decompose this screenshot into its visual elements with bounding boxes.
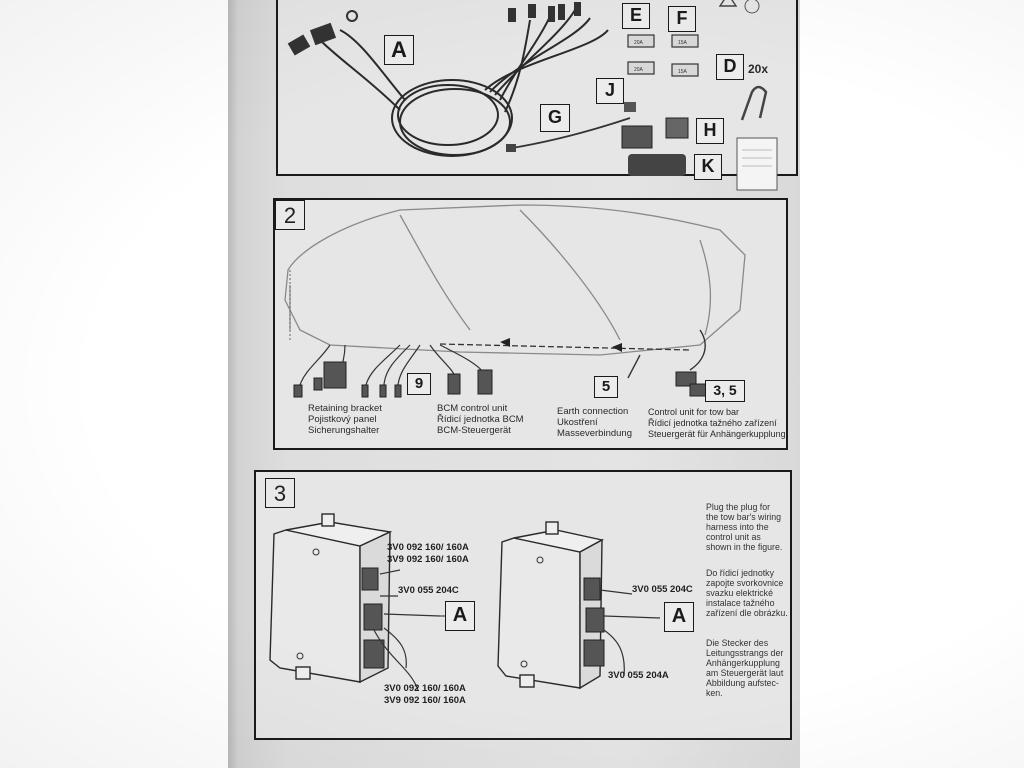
part-label-K: K — [694, 154, 722, 180]
part-number-right-bot: 3V0 055 204A — [608, 670, 669, 681]
part-label-H: H — [696, 118, 724, 144]
part-label-G: G — [540, 104, 570, 132]
svg-text:15A: 15A — [678, 69, 688, 75]
part-number-left-top-2: 3V9 092 160/ 160A — [387, 554, 469, 565]
part-label-J: J — [596, 78, 624, 104]
part-number-right-mid: 3V0 055 204C — [632, 584, 693, 595]
part-number-left-bot-1: 3V0 092 160/ 160A — [384, 683, 466, 694]
part-number-left-top-1: 3V0 092 160/ 160A — [387, 542, 469, 553]
part-label-D: D — [716, 54, 744, 80]
part-number-left-bot-2: 3V9 092 160/ 160A — [384, 695, 466, 706]
panel-2-number: 2 — [275, 200, 305, 230]
callout-9: 9 — [407, 373, 431, 395]
callout-A-left: A — [445, 601, 475, 631]
panel-1-parts — [276, 0, 798, 176]
panel-3-number: 3 — [265, 478, 295, 508]
callout-5: 5 — [594, 376, 618, 398]
part-label-E: E — [622, 3, 650, 29]
desk-background-left — [0, 0, 228, 768]
svg-text:20A: 20A — [634, 67, 644, 73]
part-label-F: F — [668, 6, 696, 32]
part-label-A: A — [384, 35, 414, 65]
svg-text:20A: 20A — [634, 40, 644, 46]
quantity-label: 20x — [748, 62, 769, 76]
callout-3-5: 3, 5 — [705, 380, 745, 402]
desk-background-right — [800, 0, 1024, 768]
callout-A-right: A — [664, 602, 694, 632]
panel-2-routing — [273, 198, 788, 450]
part-number-left-mid: 3V0 055 204C — [398, 585, 459, 596]
svg-text:15A: 15A — [678, 40, 688, 46]
